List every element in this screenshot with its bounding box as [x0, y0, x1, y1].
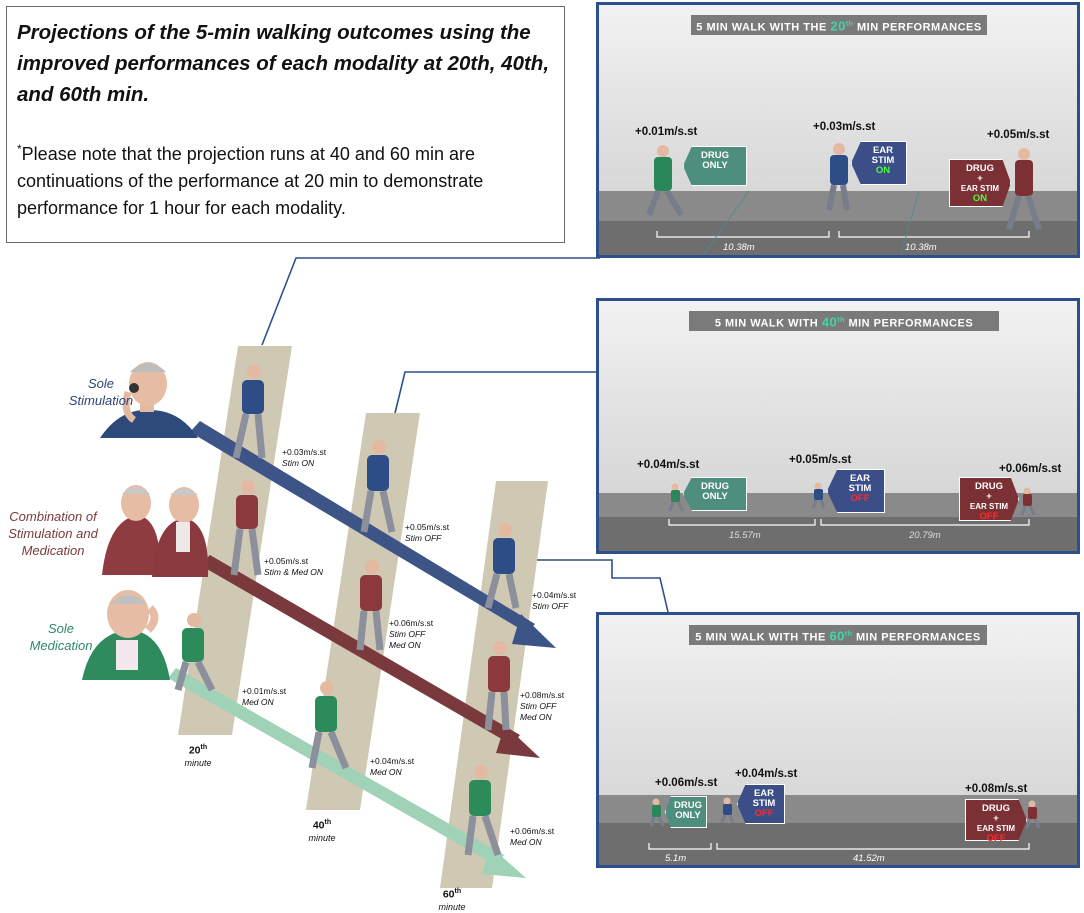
connector-60-line	[525, 559, 669, 613]
walker-stim-40	[360, 440, 396, 533]
walker-med-40	[308, 681, 350, 770]
label-sole-medication: Sole Medication	[29, 621, 93, 653]
note-body-text: Please note that the projection runs at …	[17, 144, 484, 218]
panel-20-distance-1: 10.38m	[723, 242, 755, 253]
panel-40-distance-2: 20.79m	[909, 530, 941, 541]
walker-combo-40	[356, 560, 384, 651]
label-combination: Combination of Stimulation and Medicatio…	[8, 509, 98, 558]
note-title: Projections of the 5-min walking outcome…	[17, 21, 550, 106]
panel-40-scene	[668, 482, 1036, 526]
walker-combo-20	[230, 480, 262, 576]
note-box: Projections of the 5-min walking outcome…	[6, 6, 565, 243]
panel-20-speed-ear: +0.03m/s.st	[813, 121, 876, 133]
panel-60th-min: 5 min walk with the 60th min performance…	[596, 612, 1080, 868]
walker-med-20	[174, 613, 216, 692]
panel-60-distance-2: 41.52m	[853, 853, 885, 864]
panel-60-scene	[648, 797, 1041, 850]
panel-60-distance-1: 5.1m	[665, 853, 687, 864]
panel-20th-min: 5 min walk with the 20th min performance…	[596, 2, 1080, 258]
note-body: *Please note that the projection runs at…	[17, 136, 554, 222]
panel-40th-min: 5 min walk with 40th min performances +0…	[596, 298, 1080, 554]
walker-med-60	[464, 765, 502, 857]
walker-combo-60	[484, 641, 510, 731]
panel-40-distance-1: 15.57m	[729, 530, 761, 541]
panel-60-banner: 5 min walk with the 60th min performance…	[689, 625, 987, 645]
panel-20-banner: 5 min walk with the 20th min performance…	[691, 15, 987, 35]
panel-60-speed-drug: +0.06m/s.st	[655, 777, 718, 789]
arrow-medication	[168, 668, 526, 878]
panel-20-speed-combo: +0.05m/s.st	[987, 129, 1050, 141]
panel-40-speed-ear: +0.05m/s.st	[789, 454, 852, 466]
panel-40-speed-combo: +0.06m/s.st	[999, 463, 1062, 475]
panel-20-distance-2: 10.38m	[905, 242, 937, 253]
panel-60-speed-ear: +0.04m/s.st	[735, 768, 798, 780]
note-asterisk: *	[17, 142, 22, 156]
stimulation-person-image	[100, 362, 198, 438]
panel-60-speed-combo: +0.08m/s.st	[965, 783, 1028, 795]
walker-stim-20	[232, 365, 266, 459]
connector-20-line	[261, 257, 600, 346]
panel-20-speed-drug: +0.01m/s.st	[635, 126, 698, 138]
combination-people-image	[102, 485, 209, 577]
medication-person-image	[82, 590, 170, 680]
panel-40-banner: 5 min walk with 40th min performances	[689, 311, 999, 331]
connector-40-line	[387, 371, 600, 443]
label-sole-stimulation: Sole Stimulation	[68, 376, 134, 408]
panel-20-scene	[646, 143, 1042, 255]
panel-40-speed-drug: +0.04m/s.st	[637, 459, 700, 471]
walker-stim-60	[484, 523, 520, 609]
